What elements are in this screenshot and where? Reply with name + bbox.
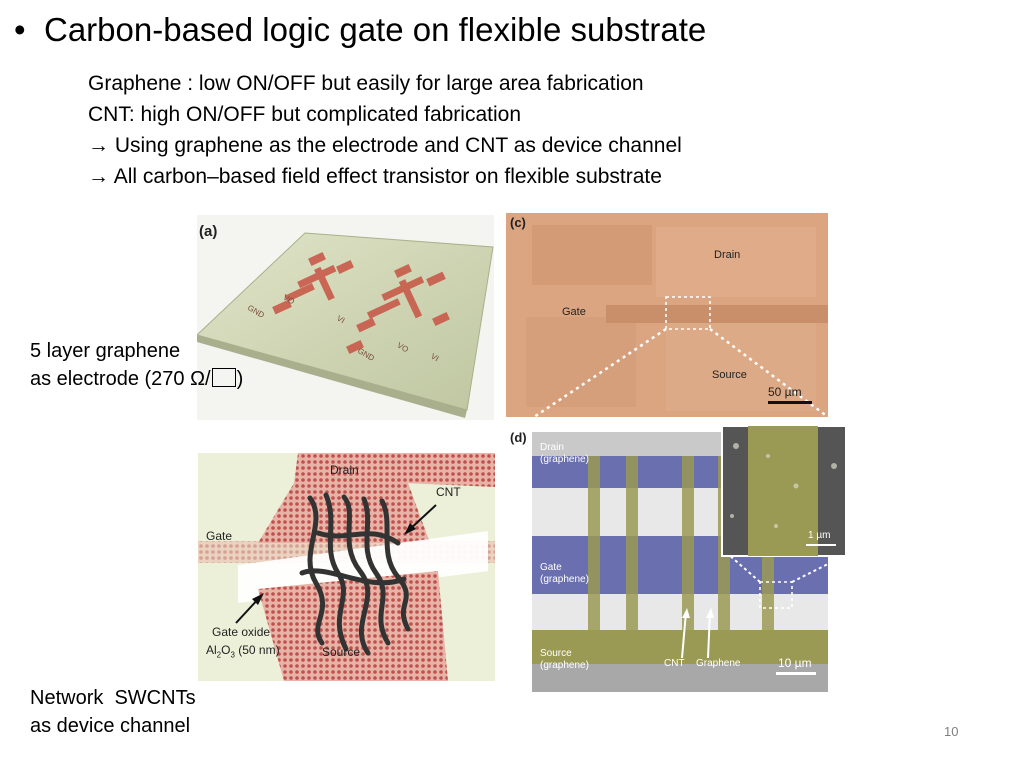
arrow-icon: → (88, 134, 109, 157)
title-text: Carbon-based logic gate on flexible subs… (44, 11, 707, 48)
figure-c-label: (c) (510, 215, 526, 230)
schematic-cnt-label: CNT (436, 485, 461, 499)
point-4-text: All carbon–based field effect transistor… (113, 165, 662, 188)
sem-inset-scale-label: 1 µm (808, 530, 831, 541)
slide-title: • Carbon-based logic gate on flexible sub… (14, 8, 706, 52)
sem-gate-label: Gate(graphene) (540, 562, 589, 585)
micrograph-gate-label: Gate (562, 306, 586, 318)
point-4: → All carbon–based field effect transist… (88, 161, 682, 192)
sem-source-label: Source(graphene) (540, 648, 589, 671)
sem-scale-label: 10 µm (778, 656, 812, 670)
schematic-drain-label: Drain (330, 463, 359, 477)
point-3-text: Using graphene as the electrode and CNT … (114, 134, 682, 157)
caption-channel-line2: as device channel (30, 715, 191, 737)
figure-d-sem: (d) Drain(graphene) Gate(graphene) Sourc… (506, 426, 846, 692)
caption-electrode: 5 layer graphene as electrode (270 Ω/) (30, 337, 243, 393)
point-2: CNT: high ON/OFF but complicated fabrica… (88, 103, 522, 126)
caption-channel-line1: Network SWCNTs (30, 687, 196, 709)
figure-b-cnt-schematic: Drain CNT Gate Gate oxide Al2O3 (50 nm) … (198, 453, 495, 681)
sem-cnt-label: CNT (664, 658, 685, 669)
cnt-schematic-image (198, 453, 495, 681)
point-3: → Using graphene as the electrode and CN… (88, 130, 682, 161)
page-number: 10 (944, 724, 959, 739)
substrate-illustration (197, 215, 494, 420)
schematic-source-label: Source (322, 645, 361, 659)
figure-d-label: (d) (510, 430, 527, 445)
sem-image (532, 426, 846, 692)
schematic-al2o3-label: Al2O3 (50 nm) (206, 643, 280, 660)
point-1: Graphene : low ON/OFF but easily for lar… (88, 72, 644, 95)
micrograph-drain-label: Drain (714, 249, 741, 261)
caption-electrode-line1: 5 layer graphene (30, 340, 181, 362)
figure-a-flexible-substrate: (a) GND VO VI GND VO VI (197, 215, 494, 420)
caption-electrode-line2: as electrode (270 Ω/) (30, 368, 244, 390)
micrograph-image (506, 213, 828, 417)
figure-c-micrograph: (c) Drain Gate Source 50 µm (506, 213, 828, 417)
title-bullet: • (14, 11, 26, 48)
square-icon (211, 368, 236, 387)
point-list: Graphene : low ON/OFF but easily for lar… (88, 68, 682, 192)
schematic-gate-label: Gate (206, 529, 233, 543)
sem-drain-label: Drain(graphene) (540, 442, 589, 465)
arrow-icon: → (88, 165, 109, 188)
sem-graphene-label: Graphene (696, 658, 741, 669)
caption-channel: Network SWCNTs as device channel (30, 684, 196, 740)
micrograph-source-label: Source (712, 369, 747, 381)
micrograph-scale-label: 50 µm (768, 385, 802, 399)
schematic-gate-oxide-label: Gate oxide (212, 625, 271, 639)
figure-a-label: (a) (199, 223, 218, 240)
